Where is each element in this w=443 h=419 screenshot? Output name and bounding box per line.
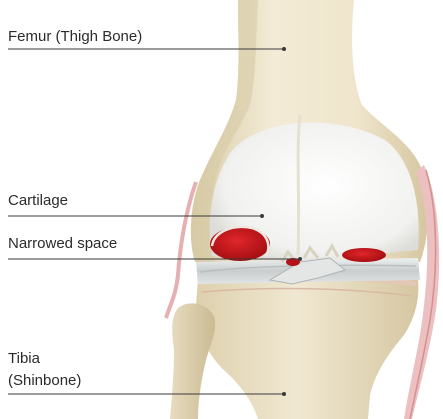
tibia-leader-dot: [282, 392, 286, 396]
bone-damage-lateral: [342, 248, 386, 262]
femur-leader-dot: [282, 47, 286, 51]
cartilage-leader-dot: [260, 214, 264, 218]
tibia-label: Tibia: [8, 349, 40, 368]
medial-ligament: [166, 182, 196, 318]
cartilage-ridge: [298, 115, 300, 255]
narrowed-space-leader-dot: [298, 257, 302, 261]
shinbone-label: (Shinbone): [8, 371, 81, 390]
narrowed-space-label: Narrowed space: [8, 234, 117, 253]
femur-label: Femur (Thigh Bone): [8, 27, 142, 46]
fibula-bone: [170, 303, 215, 419]
tibia-bone: [196, 278, 418, 419]
cartilage-label: Cartilage: [8, 191, 68, 210]
